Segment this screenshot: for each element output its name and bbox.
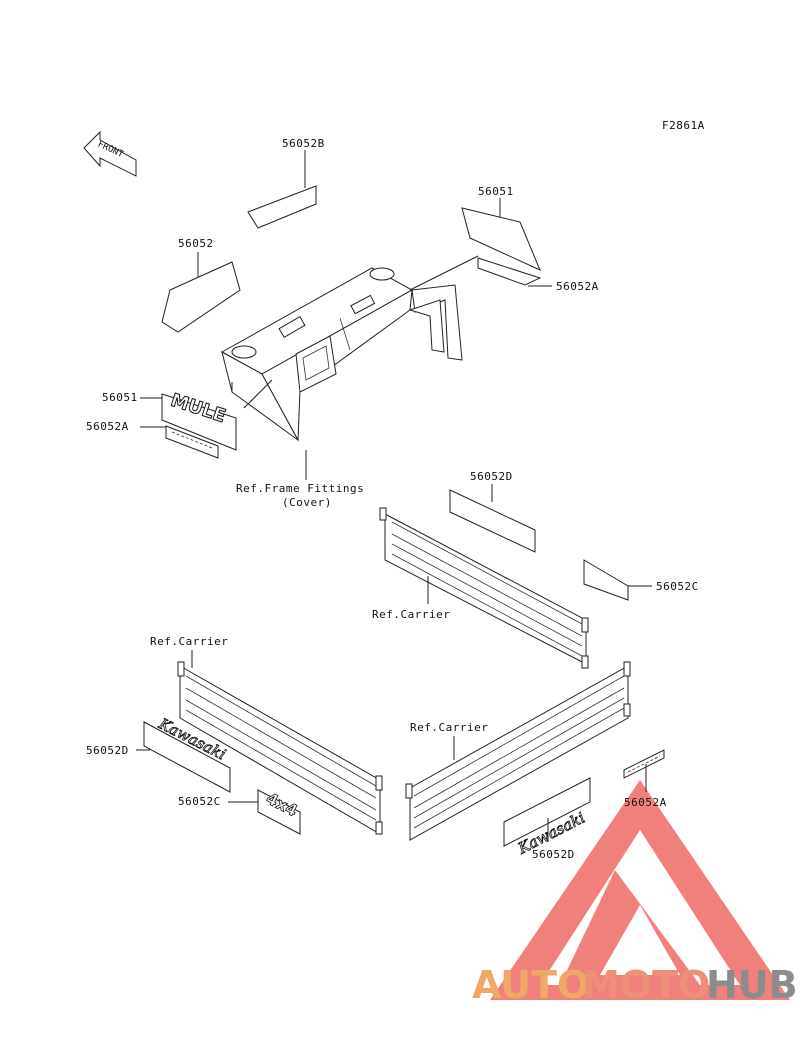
decal-kawasaki-right (503, 777, 591, 847)
front-arrow-icon: FRONT (83, 130, 137, 177)
decal-56052C-right (583, 559, 629, 601)
decal-56052A-right (477, 257, 542, 286)
label-ref-carrier-2: Ref.Carrier (150, 635, 228, 648)
label-56051-top: 56051 (478, 185, 514, 198)
frame-cover (220, 267, 463, 442)
watermark-auto: AUTO (472, 963, 589, 1007)
label-ref-carrier-1: Ref.Carrier (372, 608, 450, 621)
watermark-moto: MOTO (582, 963, 710, 1007)
carrier-left-panel (177, 661, 383, 835)
label-ref-frame-cover: (Cover) (282, 496, 332, 509)
watermark-hub: HUB (706, 963, 798, 1007)
label-56051-left: 56051 (102, 391, 138, 404)
carrier-front-panel (379, 507, 589, 669)
decal-56051-top (461, 207, 541, 271)
label-56052A-left: 56052A (86, 420, 129, 433)
decal-4x4 (257, 789, 301, 835)
label-56052A-bottom: 56052A (624, 796, 667, 809)
label-56052D-bottom: 56052D (532, 848, 575, 861)
label-56052C-left: 56052C (178, 795, 221, 808)
decal-56052 (161, 261, 241, 333)
decal-56052B (247, 185, 317, 229)
watermark-logo (490, 780, 790, 1000)
decal-56052A-left (165, 425, 219, 459)
figure-code: F2861A (662, 119, 705, 132)
label-ref-frame: Ref.Frame Fittings (236, 482, 364, 495)
decal-56052D-top (449, 489, 536, 553)
label-56052-top: 56052 (178, 237, 214, 250)
label-ref-carrier-3: Ref.Carrier (410, 721, 488, 734)
carrier-right-panel (405, 661, 631, 841)
label-56052D-top: 56052D (470, 470, 513, 483)
label-56052C-right: 56052C (656, 580, 699, 593)
decal-kawasaki-left (143, 721, 231, 793)
label-56052D-left: 56052D (86, 744, 129, 757)
label-56052B: 56052B (282, 137, 325, 150)
decal-mule (161, 393, 237, 451)
label-56052A-right: 56052A (556, 280, 599, 293)
